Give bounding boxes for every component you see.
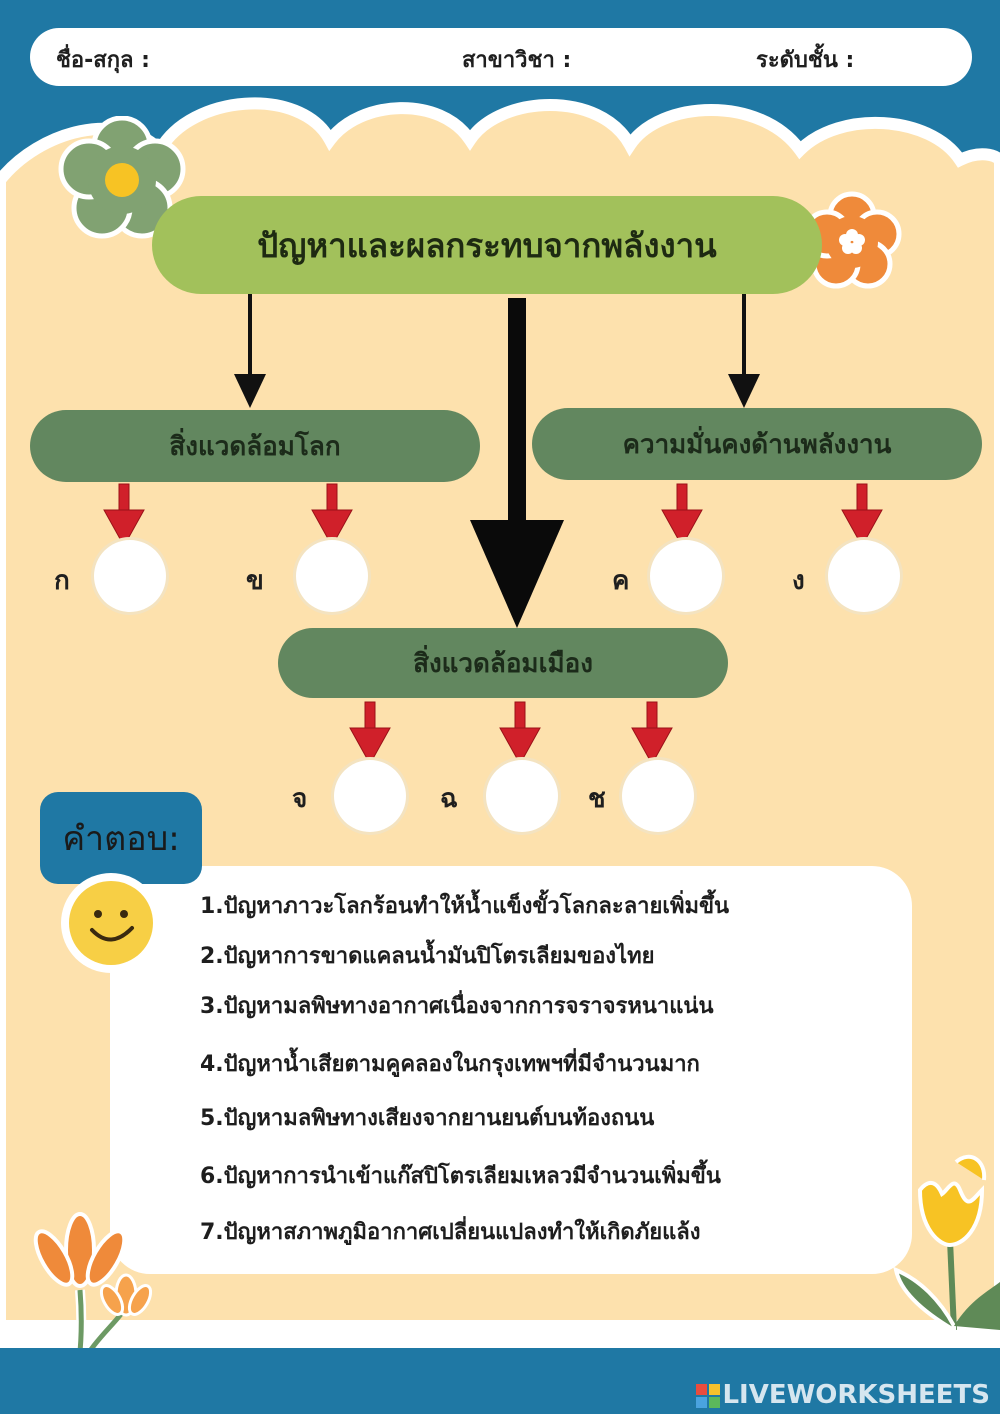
liveworksheets-logo-icon (696, 1384, 720, 1408)
liveworksheets-brand[interactable]: LIVEWORKSHEETS (722, 1380, 990, 1410)
orange-flowers-icon (33, 1212, 153, 1412)
answer-slot-kho[interactable] (296, 540, 368, 612)
answer-option-6[interactable]: 6.ปัญหาการนำเข้าแก๊สปิโตรเลียมเหลวมีจำนว… (200, 1164, 721, 1189)
slot-letter: ก (54, 566, 70, 596)
tulip-icon (893, 1154, 1000, 1334)
slot-letter: ข (246, 566, 264, 596)
answers-panel (110, 866, 912, 1274)
answer-option-2[interactable]: 2.ปัญหาการขาดแคลนน้ำมันปิโตรเลียมของไทย (200, 944, 655, 969)
diagram-title: ปัญหาและผลกระทบจากพลังงาน (152, 196, 822, 294)
slot-letter: ง (792, 566, 805, 596)
branch-energy-security: ความมั่นคงด้านพลังงาน (532, 408, 982, 480)
slot-letter: ช (588, 784, 606, 814)
answer-option-4[interactable]: 4.ปัญหาน้ำเสียตามคูคลองในกรุงเทพฯที่มีจำ… (200, 1052, 700, 1077)
footer-bar (0, 1348, 1000, 1414)
answer-option-7[interactable]: 7.ปัญหาสภาพภูมิอากาศเปลี่ยนแปลงทำให้เกิด… (200, 1220, 701, 1245)
slot-letter: ค (612, 566, 630, 596)
answers-heading: คำตอบ: (40, 792, 202, 884)
answer-option-3[interactable]: 3.ปัญหามลพิษทางอากาศเนื่องจากการจราจรหนา… (200, 994, 714, 1019)
answer-option-5[interactable]: 5.ปัญหามลพิษทางเสียงจากยานยนต์บนท้องถนน (200, 1106, 655, 1131)
answer-slot-ngo[interactable] (828, 540, 900, 612)
slot-letter: ฉ (440, 784, 458, 814)
branch-city-environment: สิ่งแวดล้อมเมือง (278, 628, 728, 698)
subject-label: สาขาวิชา : (462, 48, 572, 73)
level-label: ระดับชั้น : (756, 48, 855, 73)
slot-letter: จ (292, 784, 308, 814)
answer-slot-cho-ching[interactable] (486, 760, 558, 832)
answer-slot-cho-chang[interactable] (622, 760, 694, 832)
answer-option-1[interactable]: 1.ปัญหาภาวะโลกร้อนทำให้น้ำแข็งขั้วโลกละล… (200, 894, 730, 919)
green-flower-icon (58, 116, 186, 239)
answer-slot-cho[interactable] (334, 760, 406, 832)
name-label: ชื่อ-สกุล : (56, 48, 150, 73)
branch-global-environment: สิ่งแวดล้อมโลก (30, 410, 480, 482)
answer-slot-kho-khwai[interactable] (650, 540, 722, 612)
answer-slot-ko[interactable] (94, 540, 166, 612)
smiley-icon (61, 873, 161, 973)
orange-flower-icon (802, 191, 902, 289)
student-info-bar (30, 28, 972, 86)
